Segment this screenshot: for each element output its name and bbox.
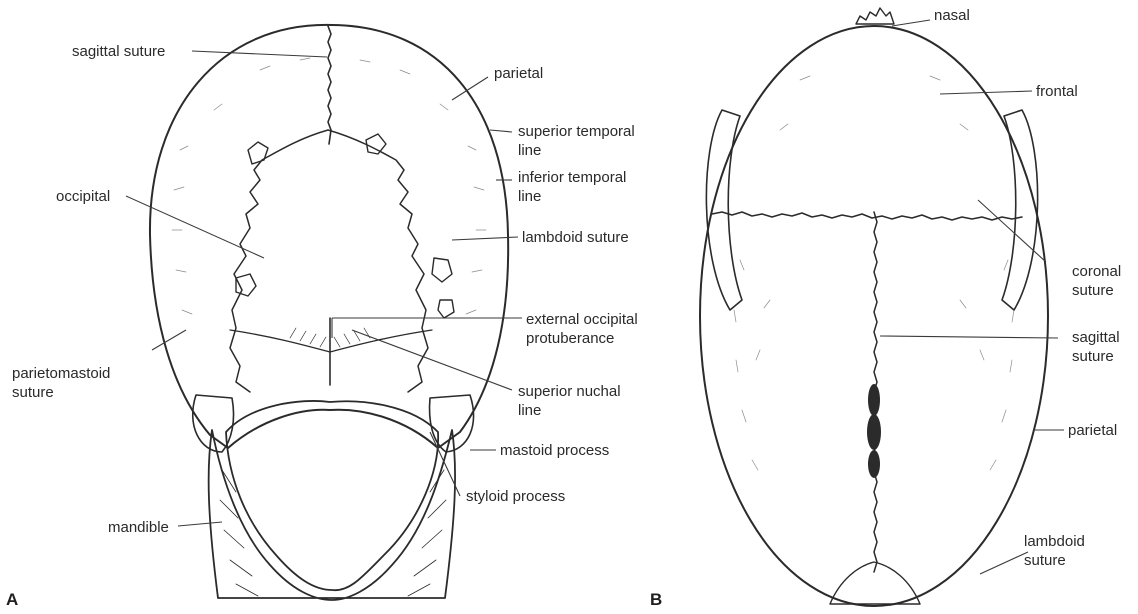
nasal-bone [856, 8, 894, 24]
leader-sagittal-suture-b [880, 336, 1058, 338]
label-superior-nuchal-line: superior nuchal line [518, 382, 621, 420]
label-lambdoid-suture-a: lambdoid suture [522, 228, 629, 247]
leader-sagittal-suture-a [192, 51, 327, 57]
label-sagittal-suture-b: sagittal suture [1072, 328, 1120, 366]
sagittal-interdigitations [867, 384, 881, 478]
label-coronal-suture: coronal suture [1072, 262, 1121, 300]
sagittal-suture-a [328, 26, 331, 144]
label-frontal: frontal [1036, 82, 1078, 101]
posterior-cavity-dark [226, 401, 438, 590]
panel-letter-b: B [650, 590, 662, 610]
label-inferior-temporal-line: inferior temporal line [518, 168, 626, 206]
leader-nasal [892, 20, 930, 26]
leader-superior-temporal-line [490, 130, 512, 132]
mandible-outline [209, 430, 455, 600]
label-parietal-b: parietal [1068, 421, 1117, 440]
label-superior-temporal-line: superior temporal line [518, 122, 635, 160]
mandible-hatching [220, 470, 446, 596]
coronal-suture-b [712, 212, 1022, 220]
lambdoid-suture-a [230, 130, 428, 392]
leader-lines [126, 20, 1064, 574]
panel-letter-a: A [6, 590, 18, 610]
panel-b-skull-superior-view [700, 8, 1048, 606]
leader-parietomastoid-suture [152, 330, 186, 350]
label-external-occipital-protuberance: external occipital protuberance [526, 310, 638, 348]
cranial-vault-superior [700, 26, 1048, 606]
leader-mandible [178, 522, 222, 526]
lambdoid-wormian-bones [236, 134, 454, 318]
label-mandible: mandible [108, 518, 169, 537]
label-parietomastoid-suture: parietomastoid suture [12, 364, 110, 402]
label-sagittal-suture-a: sagittal suture [72, 42, 165, 61]
label-mastoid-process: mastoid process [500, 441, 609, 460]
vault-shading-a [172, 58, 486, 314]
panel-a-skull-posterior-view [150, 25, 508, 600]
label-occipital: occipital [56, 187, 110, 206]
leader-lambdoid-suture-b [980, 552, 1028, 574]
label-parietal-a: parietal [494, 64, 543, 83]
label-nasal: nasal [934, 6, 970, 25]
leader-superior-nuchal-line [352, 330, 512, 390]
label-styloid-process: styloid process [466, 487, 565, 506]
label-lambdoid-suture-b: lambdoid suture [1024, 532, 1085, 570]
right-zygomatic-arch [1002, 110, 1038, 310]
leader-occipital [126, 196, 264, 258]
